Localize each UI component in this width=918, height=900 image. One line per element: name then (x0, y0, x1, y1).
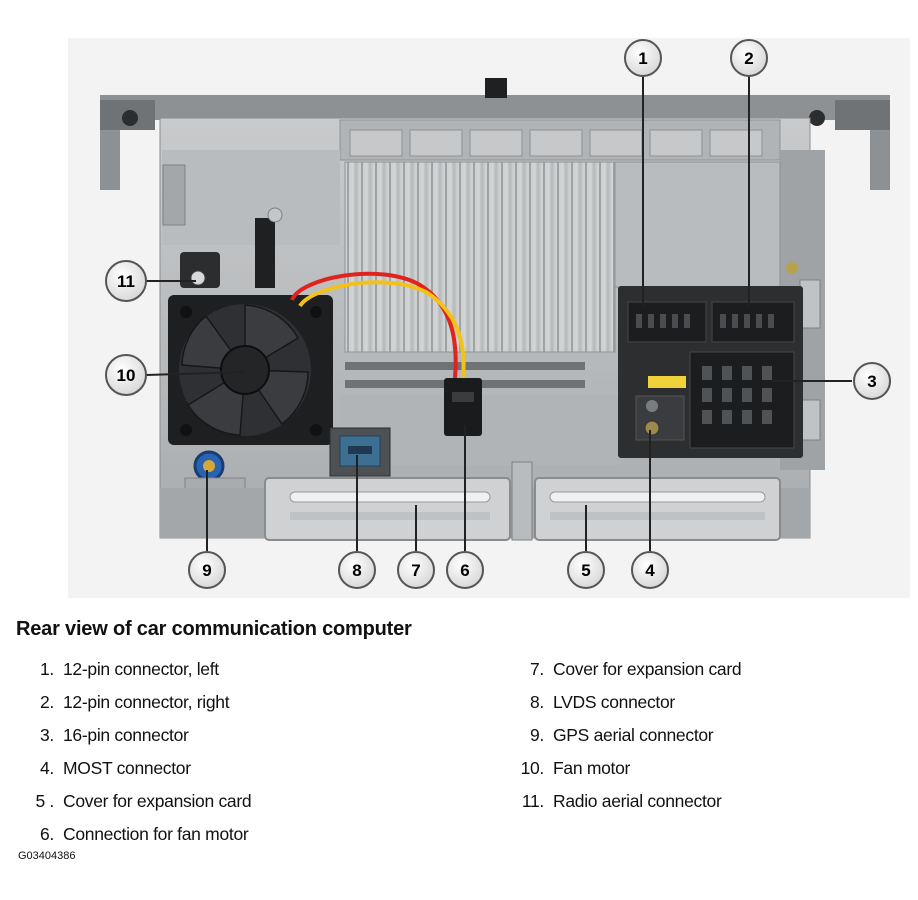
radio-aerial-connector-socket (190, 270, 206, 286)
callout-2: 2 (730, 39, 768, 77)
legend-item-number: 5 . (35, 791, 54, 811)
heatsink (344, 161, 616, 353)
fan-wire-yellow (298, 280, 466, 379)
legend-item: 1. 12-pin connector, left (34, 654, 251, 687)
legend-item: 4. MOST connector (34, 753, 251, 786)
legend-item-number: 1. (40, 659, 54, 679)
callout-8: 8 (338, 551, 376, 589)
fan-connection-plug (444, 378, 482, 436)
most-connector (635, 395, 685, 441)
fan-connection-plug-latch (452, 392, 474, 402)
legend-item-text: LVDS connector (553, 692, 675, 712)
legend-item: 6. Connection for fan motor (34, 819, 251, 852)
top-rail-slots (349, 129, 763, 157)
legend-item-text: 16-pin connector (63, 725, 189, 745)
svg-text:9: 9 (202, 561, 211, 580)
legend-list-left: 1. 12-pin connector, left 2. 12-pin connec… (34, 654, 251, 852)
legend-list-right: 7. Cover for expansion card 8. LVDS connec… (510, 654, 742, 819)
legend-item: 3. 16-pin connector (34, 720, 251, 753)
legend-item-number: 8. (530, 692, 544, 712)
svg-text:4: 4 (645, 561, 655, 580)
expansion-card-cover-right (534, 477, 781, 541)
top-latch (485, 78, 507, 98)
legend-item-text: MOST connector (63, 758, 191, 778)
callout-7: 7 (397, 551, 435, 589)
callout-4: 4 (631, 551, 669, 589)
expansion-card-cover-left (264, 477, 511, 541)
radio-aerial-connector-base (180, 252, 220, 288)
caption-title: Rear view of car communication computer (16, 618, 412, 640)
callout-11: 11 (105, 260, 147, 302)
svg-text:3: 3 (867, 372, 876, 391)
lvds-connector (339, 435, 381, 467)
legend-item-text: Connection for fan motor (63, 824, 249, 844)
legend-item-text: Cover for expansion card (63, 791, 252, 811)
svg-text:2: 2 (744, 49, 753, 68)
legend-item-text: Radio aerial connector (553, 791, 722, 811)
right-mounting-tab (835, 100, 890, 130)
legend-item-text: Cover for expansion card (553, 659, 742, 679)
legend-item: 5 . Cover for expansion card (34, 786, 251, 819)
legend-item-number: 4. (40, 758, 54, 778)
cover-divider-post (511, 461, 533, 541)
legend-item-text: 12-pin connector, right (63, 692, 230, 712)
lvds-connector-pins (348, 446, 372, 454)
callout-1: 1 (624, 39, 662, 77)
left-panel-screw (267, 207, 283, 223)
cable-clip (255, 218, 275, 288)
fan-motor (168, 295, 333, 445)
left-side-clip (162, 164, 186, 226)
svg-text:7: 7 (411, 561, 420, 580)
legend-item-text: 12-pin connector, left (63, 659, 219, 679)
legend-item: 2. 12-pin connector, right (34, 687, 251, 720)
svg-text:1: 1 (638, 49, 647, 68)
figure-code: G03404386 (18, 850, 76, 862)
bracket-screw-right (809, 110, 825, 126)
legend-item-text: Fan motor (553, 758, 631, 778)
svg-text:8: 8 (352, 561, 361, 580)
legend-item-number: 6. (40, 824, 54, 844)
connector-block (618, 286, 803, 458)
svg-text:6: 6 (460, 561, 469, 580)
legend-item-text: GPS aerial connector (553, 725, 714, 745)
legend-item: 9. GPS aerial connector (510, 720, 741, 753)
legend-item: 11. Radio aerial connector (510, 786, 741, 819)
svg-text:10: 10 (117, 366, 136, 385)
svg-text:5: 5 (581, 561, 590, 580)
legend-item-number: 9. (530, 725, 544, 745)
heatsink-right-plate (614, 161, 781, 288)
legend-item: 10. Fan motor (510, 753, 741, 786)
legend-item-number: 7. (530, 659, 544, 679)
callout-3: 3 (853, 362, 891, 400)
svg-text:11: 11 (117, 272, 135, 291)
legend-item-number: 11. (521, 791, 544, 811)
gps-aerial-connector-pin (203, 460, 215, 472)
left-side-panel (162, 150, 340, 245)
device-rear-view-figure: 1 2 3 4 5 6 7 8 9 10 11 (68, 38, 910, 598)
callout-6: 6 (446, 551, 484, 589)
legend-item: 7. Cover for expansion card (510, 654, 742, 687)
most-connector-socket-upper (646, 400, 658, 412)
callout-9: 9 (188, 551, 226, 589)
12-pin-connector-right (711, 301, 795, 343)
callout-5: 5 (567, 551, 605, 589)
fan-wire-red (290, 271, 458, 379)
bracket-screw-left (122, 110, 138, 126)
callout-10: 10 (105, 354, 147, 396)
legend-item-number: 3. (40, 725, 54, 745)
legend-item: 8. LVDS connector (510, 687, 741, 720)
right-side-screw (786, 262, 798, 274)
most-connector-socket (644, 420, 660, 436)
legend-item-number: 10. (520, 758, 545, 778)
connector-yellow-tab (648, 376, 686, 388)
legend-item-number: 2. (40, 692, 54, 712)
callout-leader-lines (145, 76, 852, 551)
